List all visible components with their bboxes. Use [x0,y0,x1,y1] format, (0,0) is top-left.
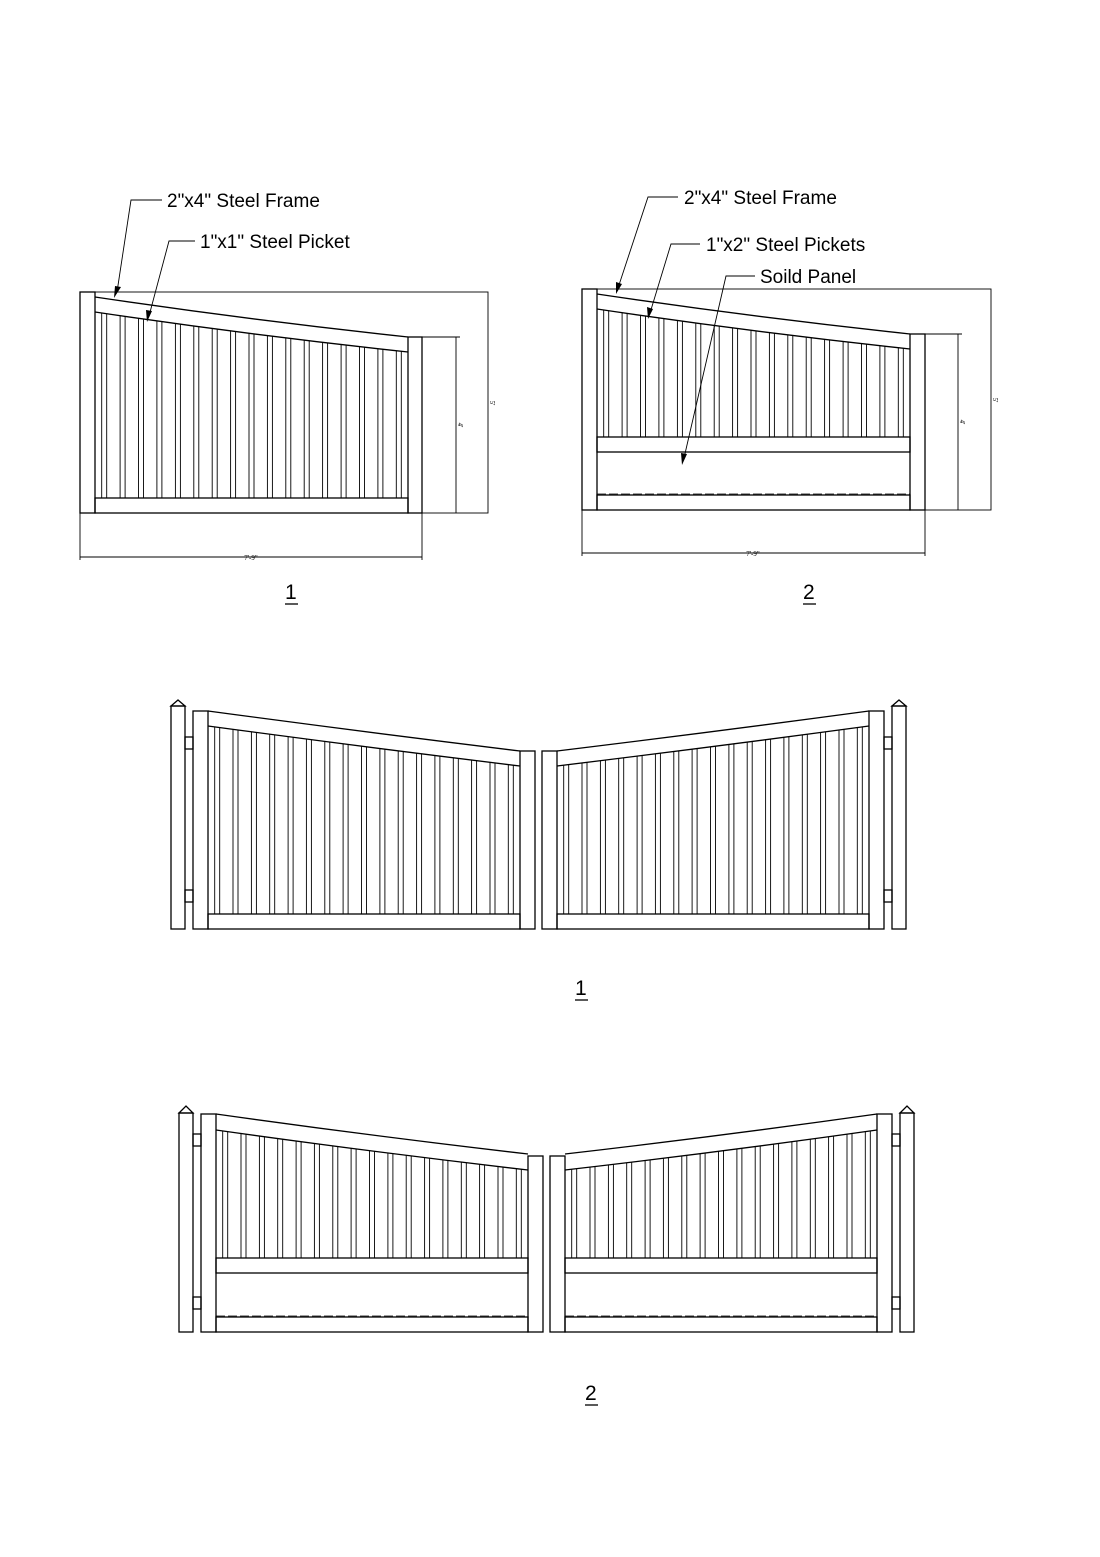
width-dim-label: 7'-9" [244,554,258,562]
pickets-elevation-1-right [563,726,863,914]
frame-callout: 2"x4" Steel Frame [167,191,320,212]
hinge-upper-left [192,1133,202,1147]
right-leaf-top-rail-outer [556,710,870,752]
hinge-upper-left [184,736,194,750]
detail-number-2: 2 [803,581,815,604]
picket-callout: 1"x1" Steel Picket [200,232,350,253]
left-post [170,705,186,930]
hinge-lower-right [883,889,893,903]
hinge-upper-right [883,736,893,750]
right-leaf-latch-stile [541,750,558,930]
post-height-label: 4' [456,423,464,428]
right-post-cap [898,1105,916,1114]
top-rail-inner [596,308,911,350]
detail-2-gate: 7'-9" 4' 5' 2"x4" Steel Frame 1"x2" Stee… [581,188,999,605]
left-leaf-top-rail-inner [207,725,521,767]
panel-callout: Soild Panel [760,267,856,288]
left-leaf-mid-rail [215,1257,529,1274]
width-dimension [79,513,423,560]
elevation-1: 1 [169,699,908,1001]
hinge-lower-left [184,889,194,903]
right-leaf-bottom-rail [556,913,870,930]
pickets-elevation-2-right [571,1130,871,1258]
frame-arrowhead [114,286,121,298]
right-post-cap [890,699,908,707]
right-leaf-hinge-stile [868,710,885,930]
hinge-lower-right [891,1296,901,1310]
top-rail-outer [596,293,911,335]
left-leaf-top-rail-inner [215,1129,529,1171]
right-leaf-mid-rail [564,1257,878,1274]
right-post [891,705,907,930]
left-stile [79,291,96,514]
frame-callout: 2"x4" Steel Frame [684,188,837,209]
width-dimension [581,510,926,556]
hinge-lower-left [192,1296,202,1310]
right-leaf-latch-stile [549,1155,566,1333]
overall-outline [581,288,992,511]
picket-arrowhead [647,307,653,319]
right-leaf-bottom-rail [564,1316,878,1333]
top-rail-inner [94,311,409,353]
pickets-elevation-2-left [222,1130,522,1258]
top-rail-outer [94,296,409,338]
left-post-cap [177,1105,195,1114]
picket-arrowhead [146,310,152,322]
panel-arrowhead [681,453,687,465]
left-leaf-bottom-rail [207,913,521,930]
left-post-cap [169,699,187,707]
left-leaf-latch-stile [519,750,536,930]
right-leaf-top-rail-inner [556,725,870,767]
left-leaf-bottom-rail [215,1316,529,1333]
overall-outline [79,291,489,514]
right-leaf-top-rail-inner [564,1129,878,1171]
bottom-rail [596,494,911,511]
detail-1-gate: 7'-9" 4' 5' 2"x4" Steel Frame 1"x1" Stee… [79,191,496,605]
left-post [178,1112,194,1333]
elevation-number-2: 2 [585,1382,597,1405]
post-height-dimension [422,336,460,513]
panel-leader [683,275,755,459]
frame-arrowhead [616,282,622,294]
picket-callout: 1"x2" Steel Pickets [706,235,865,256]
frame-leader [617,196,678,289]
elevation-2: 2 [177,1105,916,1406]
right-leaf-top-rail-outer [564,1113,878,1155]
left-stile [581,288,598,511]
width-dim-label: 7'-9" [746,550,760,558]
overall-height-label: 5' [488,401,496,406]
detail-number-1: 1 [285,581,297,604]
right-stile [407,336,423,514]
left-leaf-hinge-stile [192,710,209,930]
elevation-number-1: 1 [575,977,587,1000]
right-leaf-hinge-stile [876,1113,893,1333]
left-leaf-top-rail-outer [207,710,521,752]
left-leaf-latch-stile [527,1155,544,1333]
frame-leader [116,199,162,293]
overall-height-label: 5' [991,398,999,403]
picket-leader [148,240,195,317]
mid-rail [596,436,911,453]
right-post [899,1112,915,1333]
hinge-upper-right [891,1133,901,1147]
post-height-dimension [925,333,962,510]
post-height-label: 4' [958,420,966,425]
picket-leader [649,243,700,314]
bottom-rail [94,497,409,514]
left-leaf-hinge-stile [200,1113,217,1333]
pickets-elevation-1-left [214,726,514,914]
left-leaf-top-rail-outer [215,1113,529,1155]
pickets-detail-2 [603,310,904,437]
right-stile [909,333,926,511]
pickets-detail-1 [101,313,402,498]
